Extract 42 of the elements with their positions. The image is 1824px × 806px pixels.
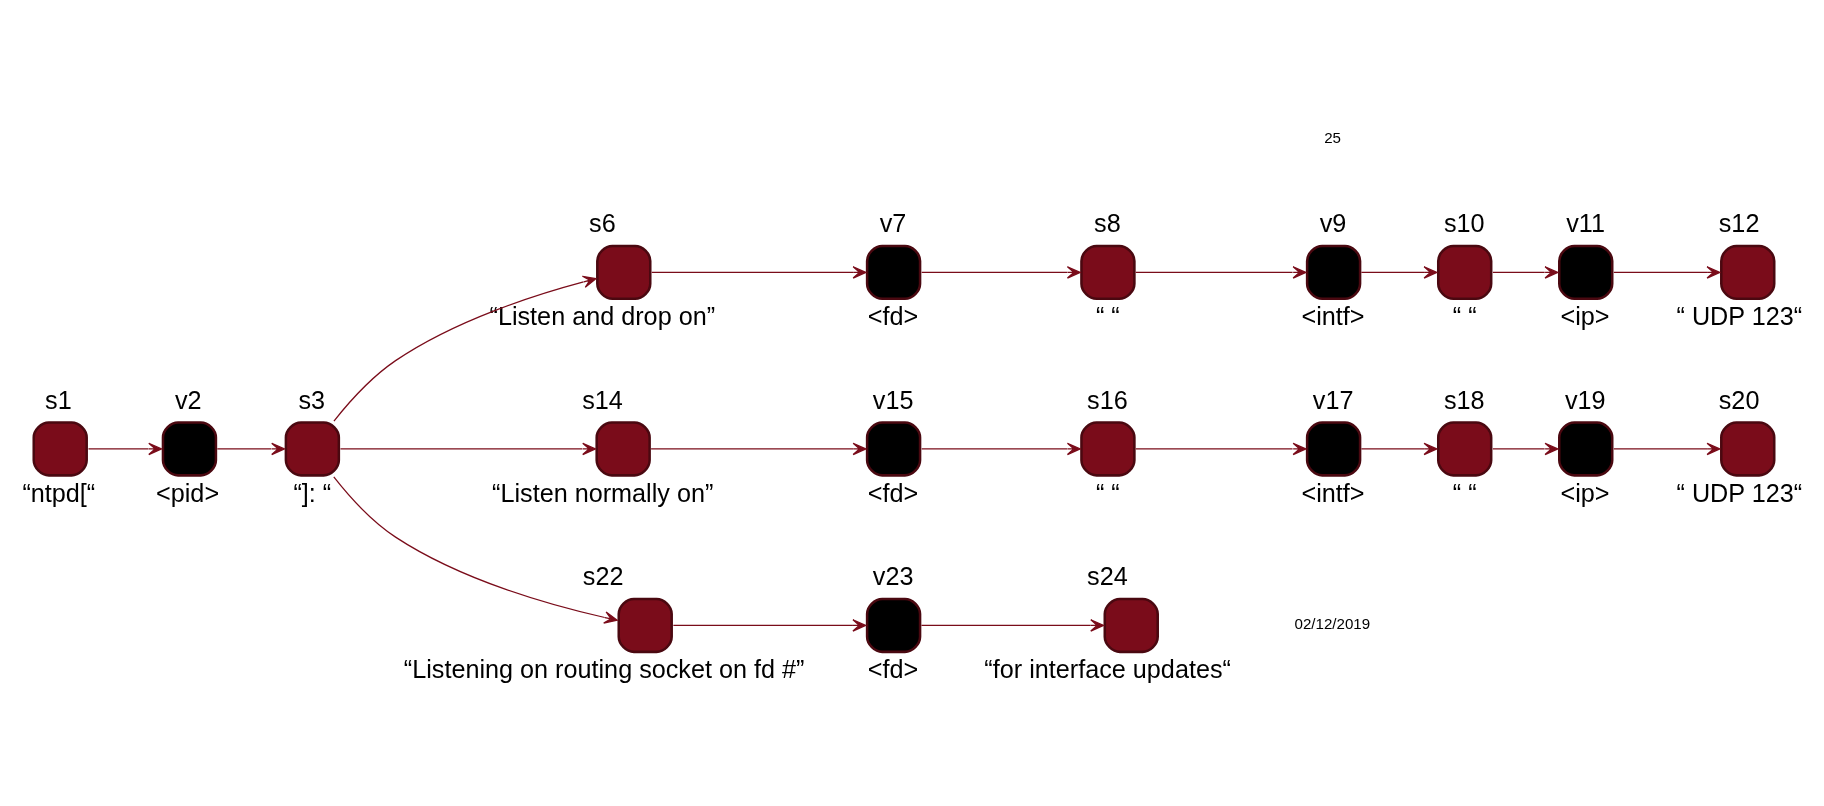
node-label: “Listen normally on” [491,478,713,507]
node-label: “Listen and drop on” [489,301,715,330]
node-label: “ UDP 123“ [1676,301,1802,330]
label: 25 [1323,128,1341,146]
node-label: <pid> [155,478,219,507]
node-label: “for interface updates“ [983,654,1231,683]
node-label: “ UDP 123“ [1676,478,1802,507]
node-label: s22 [582,561,623,590]
node-label: “Listening on routing socket on fd #” [403,654,804,683]
label: 02/12/2019 [1294,614,1370,632]
node-label: <fd> [867,301,918,330]
node-label: v11 [1565,208,1605,237]
node-label: s12 [1718,208,1759,237]
node-label: v15 [872,385,913,414]
node-label: “ “ [1095,478,1120,507]
node-label: “ “ [1452,478,1477,507]
node-label: s6 [588,208,616,237]
node-label: v17 [1312,385,1353,414]
node-label: <ip> [1560,301,1610,330]
node-label: s14 [581,385,623,414]
node-label: <fd> [867,654,918,683]
node-label: “]: “ [292,478,331,507]
node-label: s10 [1443,208,1485,237]
node-label: “ “ [1095,301,1120,330]
node-label: v19 [1564,385,1606,414]
node-label: <intf> [1300,301,1365,330]
node-label: v7 [879,208,906,237]
node-label: s20 [1718,385,1759,414]
node-label: <intf> [1300,478,1365,507]
node-label: s1 [44,385,72,414]
node-label: s16 [1086,385,1128,414]
node-label: <fd> [867,478,918,507]
node-label: v9 [1319,208,1346,237]
node-label: “ “ [1452,301,1477,330]
node-label: s24 [1086,561,1128,590]
node-label: s18 [1443,385,1485,414]
node-label: s3 [298,385,325,414]
node-label: <ip> [1560,478,1610,507]
node-label: v23 [872,561,913,590]
node-label: “ntpd[“ [21,478,95,507]
node-label: s8 [1093,208,1121,237]
node-label: v2 [174,385,202,414]
